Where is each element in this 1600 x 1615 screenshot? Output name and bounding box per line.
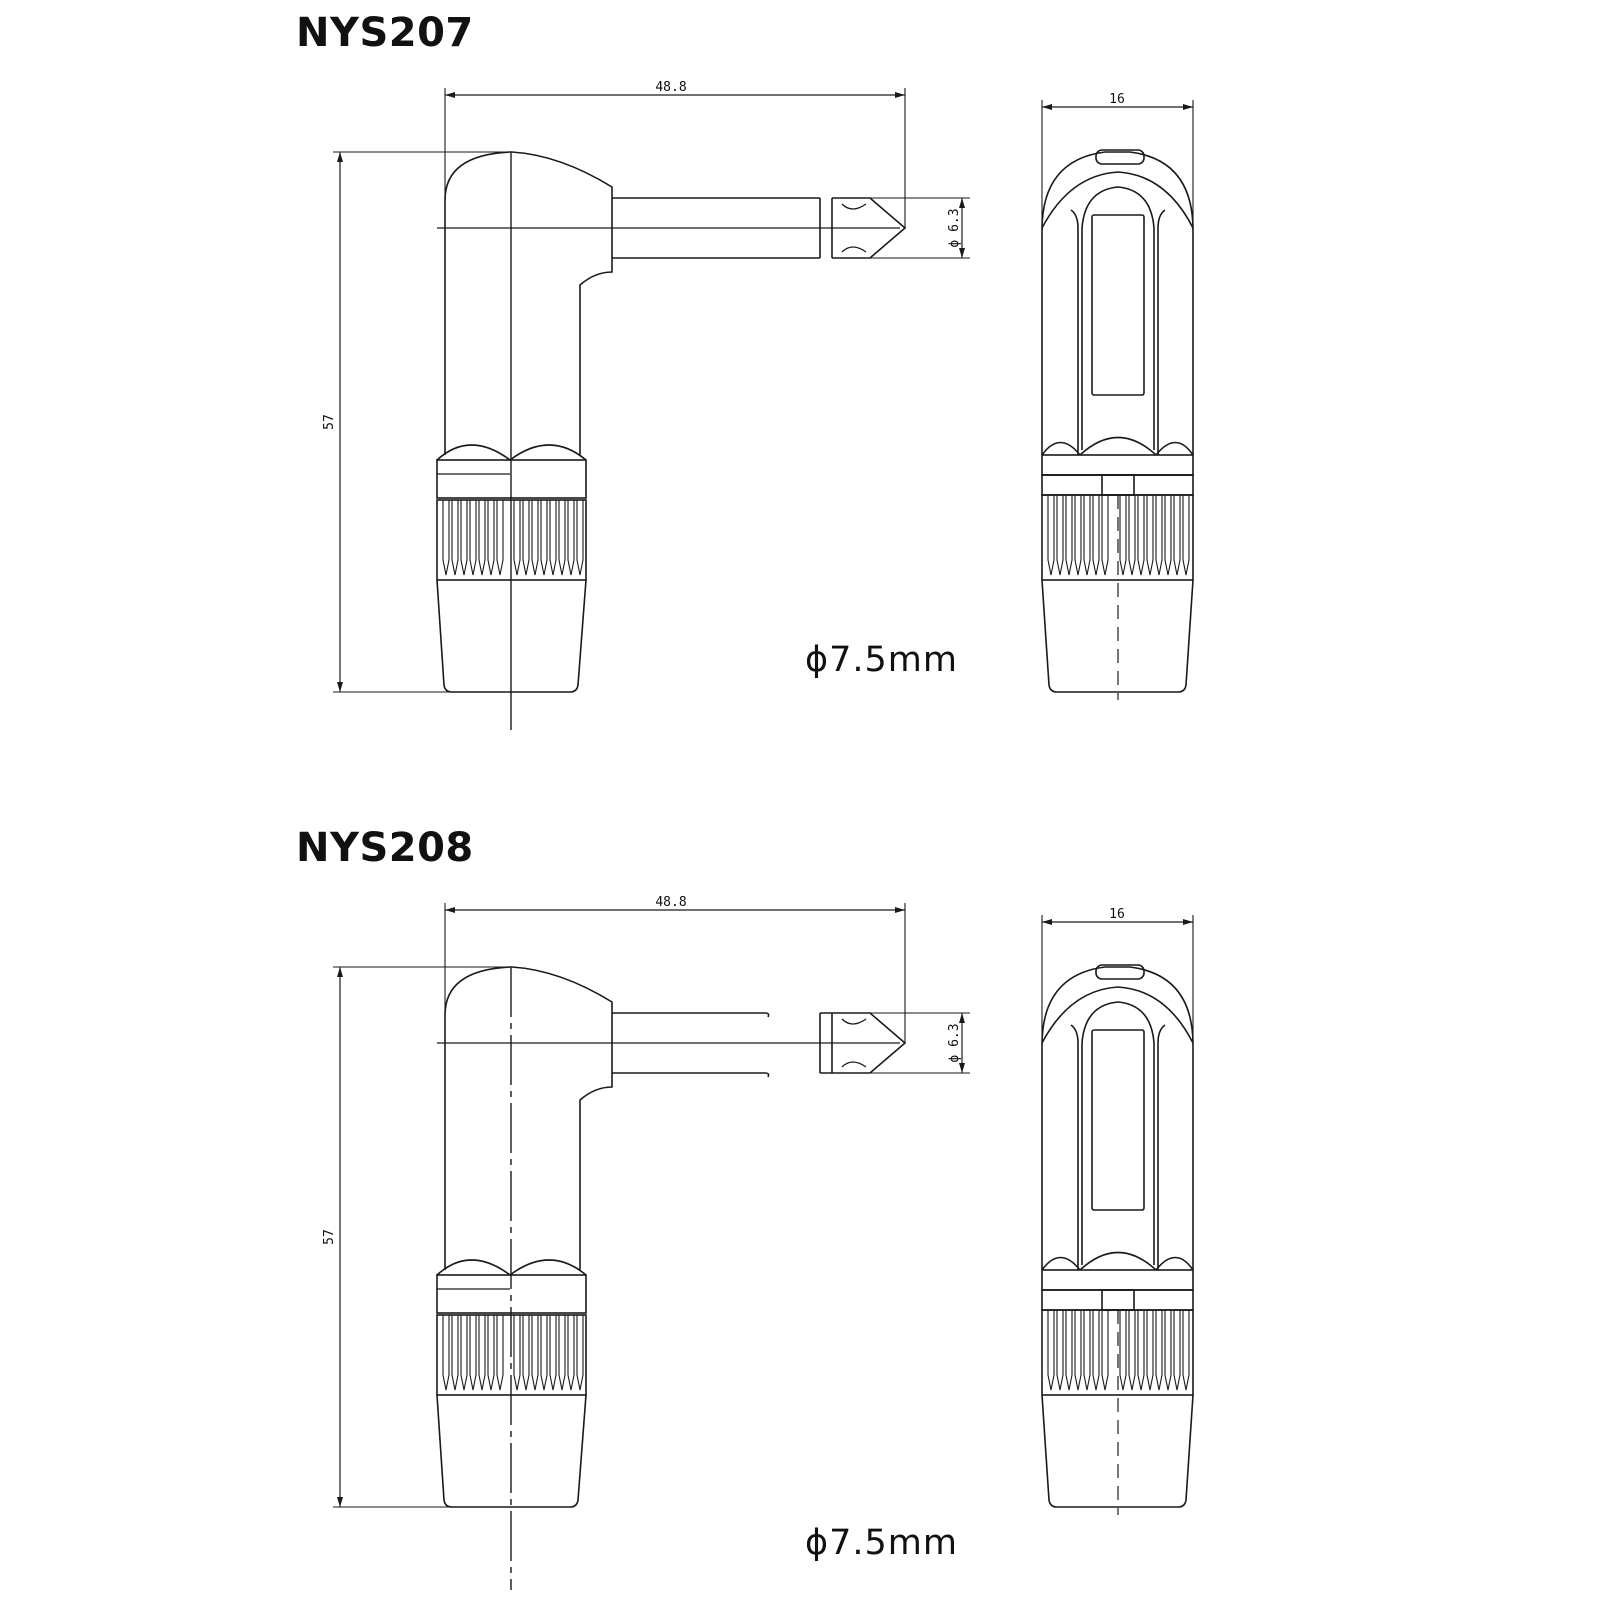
dim-width-label: 16 [1109, 92, 1125, 107]
dim-height-label: 57 [322, 414, 337, 430]
dim-plug-diameter-label: ϕ 6.3 [947, 208, 962, 247]
dim-length-label: 48.8 [655, 895, 686, 910]
front-view: 16 [1041, 907, 1194, 1515]
side-view: 48.8 ϕ 6.3 57 [322, 80, 970, 730]
cable-diameter-label: ϕ7.5mm [805, 640, 958, 680]
dim-plug-diameter-label: ϕ 6.3 [947, 1023, 962, 1062]
technical-drawing: 48.8 ϕ 6.3 57 [322, 80, 1194, 730]
knurl-ridges [442, 500, 584, 576]
dim-length-label: 48.8 [655, 80, 686, 95]
technical-drawing: 48.8 ϕ 6.3 57 [322, 895, 1194, 1590]
front-view: 16 [1041, 92, 1194, 700]
side-view: 48.8 ϕ 6.3 57 [322, 895, 970, 1590]
model-title: NYS208 [296, 825, 474, 871]
dim-height-label: 57 [322, 1229, 337, 1245]
model-title: NYS207 [296, 10, 474, 56]
panel-nys208: NYS208 ϕ7.5mm 48.8 [0, 815, 1600, 1615]
dim-width-label: 16 [1109, 907, 1125, 922]
cable-diameter-label: ϕ7.5mm [805, 1523, 958, 1563]
panel-nys207: NYS207 ϕ7.5mm 4 [0, 0, 1600, 800]
